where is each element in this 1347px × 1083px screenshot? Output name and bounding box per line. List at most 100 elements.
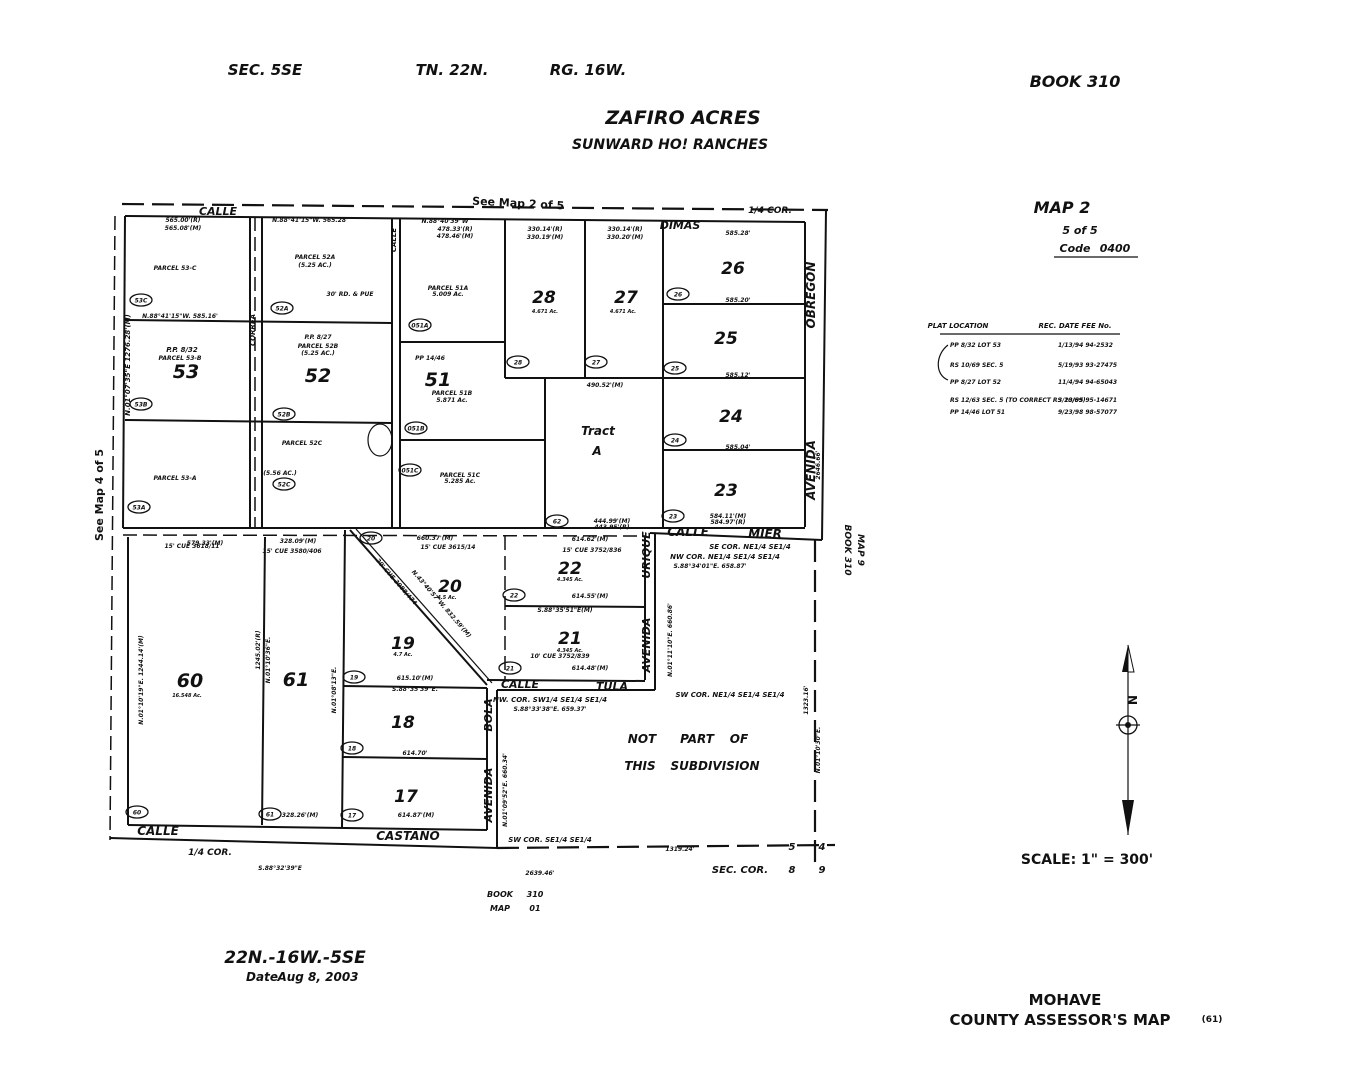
parcel-tag-oval	[129, 293, 153, 307]
not-part-text: NOT	[628, 732, 657, 746]
parcel-tag-oval	[404, 421, 428, 435]
dim: 444.99'(M)	[594, 518, 631, 525]
dim: 565.08'(M)	[165, 225, 202, 232]
parcel-52a-acres: (5.25 AC.)	[298, 262, 332, 269]
dim: 1323.16'	[803, 685, 810, 714]
plat-row-rec: 11/4/94 94-65043	[1058, 379, 1117, 386]
parcel-tag: 53C	[135, 298, 148, 305]
parcel-tag-oval	[340, 808, 364, 822]
parcel-tag: 60	[133, 810, 141, 817]
acres-21: 4.345 Ac.	[557, 648, 583, 654]
parcel-tag-oval	[502, 588, 526, 602]
street-calle-castano: CALLE	[137, 824, 179, 838]
dim: 10' CUE 3752/839	[530, 653, 589, 660]
dim: 15' CUE 3618/11	[165, 543, 220, 550]
parcel-tag-oval	[506, 355, 530, 369]
not-part-text: PART	[680, 732, 715, 746]
dim: 15' CUE 3580/406	[262, 548, 321, 555]
page-number: (61)	[1202, 1015, 1223, 1025]
lot-53: 53	[173, 361, 199, 383]
dim: 330.14'(R)	[607, 226, 642, 233]
parcel-tag: 24	[671, 438, 679, 445]
parcel-tag-oval	[398, 463, 422, 477]
lot-52: 52	[305, 365, 331, 387]
parcel-tag-oval	[125, 805, 149, 819]
pp-51: PP 14/46	[415, 355, 445, 362]
section-5: 5	[789, 842, 796, 853]
code-label: Code	[1060, 242, 1092, 255]
bottom-map-value: 01	[529, 904, 540, 913]
street-correa: CORREA	[249, 314, 257, 346]
dim: S.88°35'39"E.	[392, 686, 438, 693]
street-obregon: OBREGON	[804, 262, 818, 329]
parcel-tag-oval	[270, 301, 294, 315]
parcel-tag-oval	[584, 355, 608, 369]
dim: N.01°10'36"E.	[265, 637, 272, 684]
lot-61: 61	[283, 669, 309, 691]
section-9: 9	[819, 865, 826, 876]
parcel-tag: 051C	[402, 468, 420, 475]
parcel-tag: 27	[592, 360, 601, 367]
quarter-corner-top: 1/4 COR.	[748, 206, 792, 216]
acres-60: 16.548 Ac.	[172, 693, 202, 699]
bottom-book-label: BOOK	[487, 890, 514, 899]
parcel-tag-oval	[663, 361, 687, 375]
side-book-ref: BOOK 310	[842, 524, 852, 575]
parcel-tag: 62	[553, 519, 561, 526]
parcel-53c: PARCEL 53-C	[154, 265, 197, 272]
parcel-tag: 25	[671, 366, 679, 373]
parcel-51a-acres: 5.009 Ac.	[432, 291, 463, 298]
acres-20: 4.5 Ac.	[437, 595, 456, 601]
nw-corner-ne-bearing: S.88°34'01"E. 658.87'	[673, 563, 746, 570]
parcel-tag: 18	[348, 746, 356, 753]
acres-27: 4.671 Ac.	[610, 309, 636, 315]
quarter-corner-bottom: 1/4 COR.	[188, 848, 232, 858]
plat-row-location: RS 10/69 SEC. 5	[950, 362, 1003, 369]
parcel-52c: PARCEL 52C	[282, 440, 323, 447]
street-calle-mid: CALLE	[390, 228, 398, 252]
acres-22: 4.345 Ac.	[557, 577, 583, 583]
parcel-52b: PARCEL 52B	[298, 343, 339, 350]
dim: N.88°40'39"W	[422, 218, 469, 225]
section-8: 8	[789, 865, 796, 876]
dim: 614.87'(M)	[398, 812, 435, 819]
street-tula: TULA	[596, 680, 628, 693]
parcel-tag-oval	[342, 670, 366, 684]
street-avenida-bola: AVENIDA	[482, 768, 495, 824]
township-code: 22N.-16W.-5SE	[224, 948, 366, 968]
dim: 2646.66'	[815, 450, 822, 479]
not-part-text: OF	[730, 732, 749, 746]
street-castano: CASTAÑO	[376, 828, 440, 843]
dim: N.01°07'35"E 1276.28'(M)	[124, 314, 132, 416]
not-part-text: SUBDIVISION	[670, 759, 759, 773]
tract-label: Tract	[581, 424, 616, 438]
plat-row-location: PP 14/46 LOT 51	[950, 409, 1005, 416]
dim: S.88°35'51"E(M)	[537, 607, 592, 614]
dim: 2639.46'	[525, 870, 554, 877]
street-calle-dimas: CALLE	[199, 205, 238, 218]
parcel-tag: 52A	[276, 306, 289, 313]
parcel-51b-acres: 5.871 Ac.	[436, 397, 467, 404]
plat-header-rec: REC. DATE FEE No.	[1038, 322, 1111, 330]
parcel-tag: 52B	[278, 412, 291, 419]
parcel-tag-oval	[258, 807, 282, 821]
dim: 490.52'(M)	[587, 382, 624, 389]
parcel-tag: 19	[350, 675, 358, 682]
parcel-tag: 61	[266, 812, 274, 819]
nw-corner-ne-label: NW COR. NE1/4 SE1/4 SE1/4	[670, 553, 780, 561]
parcel-tag-oval	[127, 500, 151, 514]
street-avenida-urique: AVENIDA	[640, 618, 653, 674]
lot-28: 28	[532, 288, 556, 308]
se-corner-label: SE COR. NE1/4 SE1/4	[709, 543, 791, 551]
parcel-52b-acres: (5.25 AC.)	[301, 350, 335, 357]
dim: N.88°41'15"W. 565.28'	[272, 217, 348, 224]
parcel-tag-oval	[340, 741, 364, 755]
street-calle-tula: CALLE	[501, 678, 540, 691]
dim: 15' CUE 3752/836	[562, 547, 621, 554]
dim: 585.20'	[726, 297, 751, 304]
sw-corner-ne-label: SW COR. NE1/4 SE1/4 SE1/4	[676, 691, 785, 699]
dim: S.88°32'39"E	[258, 865, 303, 872]
dim: 579.33'(M)	[187, 540, 224, 547]
dim: 478.46'(M)	[437, 233, 474, 240]
